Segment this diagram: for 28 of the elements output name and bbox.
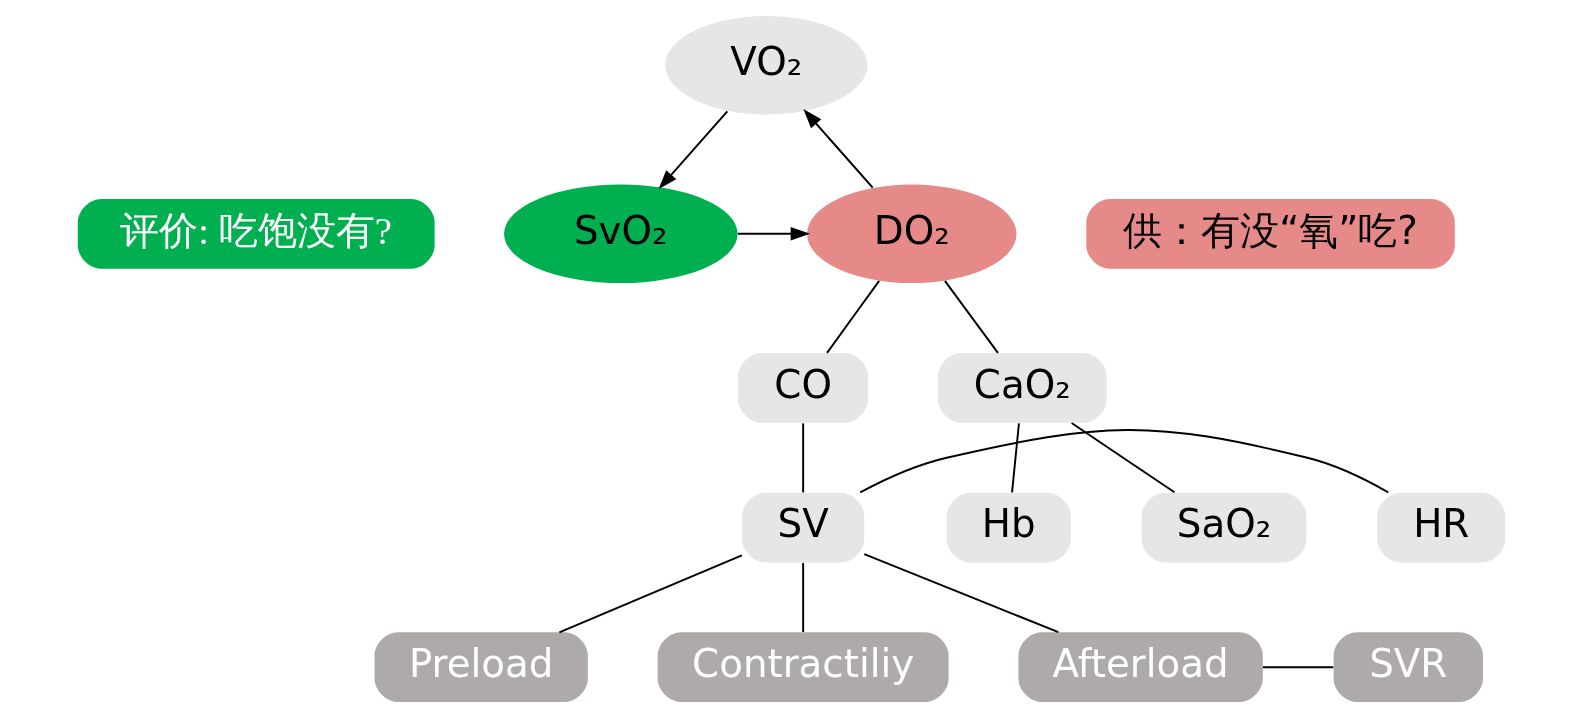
arrow [658, 110, 728, 190]
connector [801, 422, 804, 494]
node-box: CO [737, 353, 868, 423]
connector [858, 428, 1389, 494]
node-box: Preload [374, 632, 588, 703]
node-box: 供：有没“氧”吃? [1085, 198, 1455, 269]
node-box: Contractiliy [657, 632, 949, 703]
connector [557, 554, 743, 634]
node-box: SaO₂ [1141, 492, 1306, 563]
connector [1261, 666, 1334, 669]
node-box: 评价: 吃饱没有? [77, 198, 435, 269]
node-ellipse: VO₂ [664, 15, 867, 115]
node-box: Afterload [1017, 632, 1263, 703]
node-box: Hb [946, 492, 1071, 563]
arrow [802, 109, 874, 189]
node-ellipse: SvO₂ [503, 184, 738, 284]
connector [825, 279, 880, 354]
node-box: HR [1376, 492, 1505, 563]
arrow [736, 227, 810, 241]
connector [801, 562, 804, 634]
node-box: SV [741, 492, 864, 563]
connector [1070, 422, 1175, 494]
node-box: CaO₂ [937, 353, 1107, 423]
connector [1010, 422, 1020, 494]
node-box: SVR [1333, 632, 1483, 703]
connector [943, 279, 999, 354]
connector [862, 553, 1059, 634]
node-ellipse: DO₂ [806, 184, 1016, 284]
